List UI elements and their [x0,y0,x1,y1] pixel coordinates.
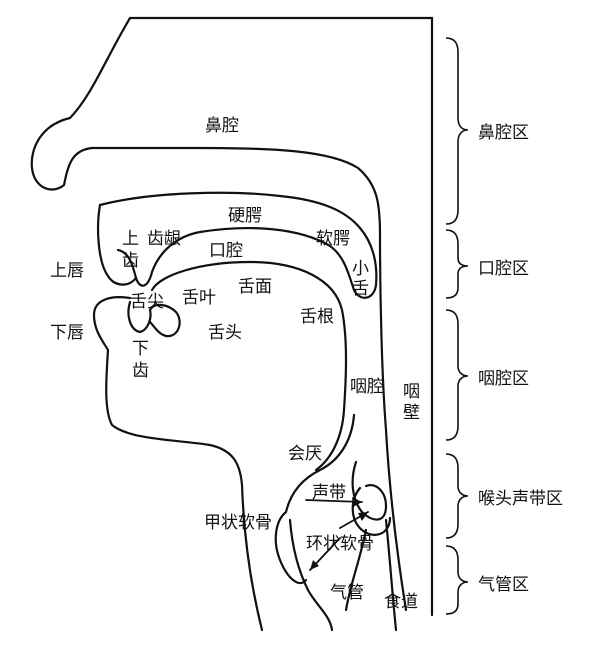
larynx-right-outline [351,460,388,521]
bracket-trachea [445,545,469,615]
label-lower-teeth-1: 下 [132,339,149,359]
vocal-cord-arrowhead [352,497,362,507]
region-label-larynx: 喉头声带区 [478,489,563,509]
label-oral-cavity: 口腔 [209,241,243,261]
epiglottis-outline [284,413,356,514]
lower-lip-outline [92,296,264,632]
larynx-left-outline [274,510,308,585]
label-upper-teeth-1: 上 [122,229,139,249]
label-pharyngeal-wall-2: 壁 [403,403,420,423]
label-hard-palate: 硬腭 [228,206,262,226]
label-nasal-cavity: 鼻腔 [205,116,239,136]
region-label-nasal: 鼻腔区 [478,123,529,143]
lower-teeth-outline [127,300,181,338]
bracket-pharyngeal [445,309,469,441]
label-uvula-1: 小 [352,259,369,279]
trachea-left-outline [288,518,334,632]
label-tongue-tip: 舌尖 [130,292,164,312]
label-pharyngeal-wall-1: 咽 [403,382,420,402]
label-esophagus: 食道 [384,592,418,612]
region-label-oral: 口腔区 [478,259,529,279]
label-cricoid-cartilage: 环状软骨 [306,534,374,554]
label-trachea: 气管 [330,583,364,603]
label-tongue-body: 舌头 [208,323,242,343]
label-upper-teeth-2: 齿 [122,251,139,271]
label-tongue-root: 舌根 [300,307,334,327]
label-epiglottis: 会厌 [288,444,322,464]
trachea-right-outline [344,528,368,612]
label-lower-teeth-2: 齿 [132,361,149,381]
label-upper-lip: 上唇 [50,261,84,281]
region-label-trachea: 气管区 [478,575,529,595]
esophagus-outline [384,518,398,632]
label-uvula-2: 舌 [352,279,369,299]
upper-lip-outline [96,203,138,286]
bracket-larynx [445,453,469,539]
bracket-nasal [445,37,469,225]
label-tongue-blade: 舌叶 [182,288,216,308]
palate-outline [98,191,378,299]
bracket-oral [445,229,469,299]
tongue-outline [150,260,348,472]
label-vocal-cords: 声带 [312,483,346,503]
label-pharyngeal-cavity: 咽腔 [350,377,384,397]
label-alveolar-ridge: 齿龈 [147,229,181,249]
label-lower-lip: 下唇 [50,323,84,343]
label-soft-palate: 软腭 [316,229,350,249]
region-brackets: 鼻腔区 口腔区 咽腔区 喉头声带区 气管区 [445,37,563,615]
label-tongue-surface: 舌面 [238,277,272,297]
region-label-pharyngeal: 咽腔区 [478,369,529,389]
head-outline [30,16,434,612]
cricoid-arrowhead [358,512,368,521]
label-thyroid-cartilage: 甲状软骨 [204,513,272,533]
trachea-arrowhead [310,560,319,570]
